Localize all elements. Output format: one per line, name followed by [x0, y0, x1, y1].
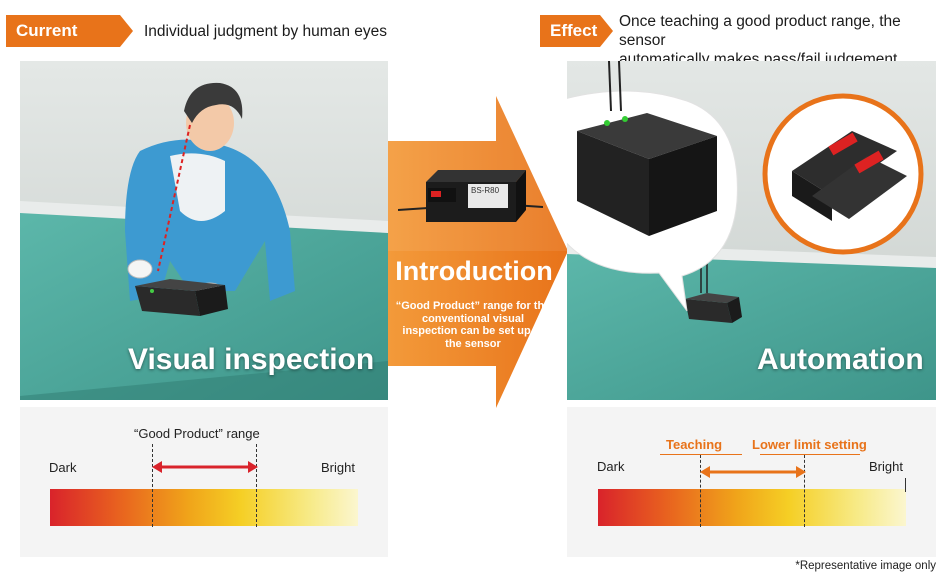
- introduction-title: Introduction: [395, 256, 553, 286]
- lower-limit-label: Lower limit setting: [752, 437, 867, 452]
- right-scale-bright-end-line: [905, 478, 906, 492]
- visual-inspection-label: Visual inspection: [128, 343, 375, 376]
- left-bright-label: Bright: [321, 460, 355, 475]
- good-product-range-label: “Good Product” range: [134, 426, 260, 441]
- sensor-device-image: BS-R80: [397, 160, 544, 232]
- right-bright-label: Bright: [869, 459, 903, 474]
- right-range-end-line: [804, 455, 805, 527]
- effect-tag: Effect: [540, 15, 613, 47]
- teaching-underline: [660, 454, 742, 455]
- lower-limit-underline: [760, 454, 860, 455]
- right-brightness-scale: [567, 407, 936, 557]
- current-status-text: Individual judgment by human eyes: [144, 23, 387, 40]
- right-dark-label: Dark: [597, 459, 625, 474]
- teaching-label: Teaching: [666, 437, 723, 452]
- left-dark-label: Dark: [49, 460, 77, 475]
- footnote: *Representative image only: [795, 560, 936, 572]
- automation-label: Automation: [757, 343, 924, 376]
- right-range-start-line: [700, 455, 701, 527]
- automation-illustration: [567, 61, 936, 400]
- teaching-range-arrow: [700, 466, 806, 478]
- right-brightness-gradient: [598, 489, 906, 526]
- automation-panel: Automation: [567, 61, 936, 400]
- visual-inspection-illustration: [20, 61, 388, 400]
- left-range-start-line: [152, 444, 153, 527]
- current-status-tag: Current status: [6, 15, 133, 72]
- effect-text-line1: Once teaching a good product range, the …: [619, 13, 901, 49]
- effect-tag-label: Effect: [550, 21, 598, 40]
- sensor-model-label: BS-R80: [471, 186, 500, 195]
- left-brightness-scale: [20, 407, 388, 557]
- visual-inspection-panel: Visual inspection: [20, 61, 388, 400]
- introduction-description: “Good Product” range for the conventiona…: [395, 300, 551, 350]
- left-brightness-gradient: [50, 489, 358, 526]
- left-range-end-line: [256, 444, 257, 527]
- good-range-arrow: [152, 461, 258, 473]
